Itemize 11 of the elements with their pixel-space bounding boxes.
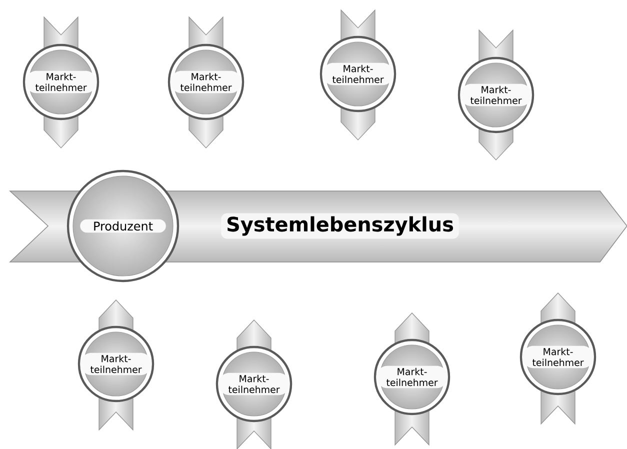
badge: Markt- teilnehmer [320,36,396,112]
badge: Markt- teilnehmer [216,346,292,422]
badge: Markt- teilnehmer [374,338,450,416]
badge: Markt- teilnehmer [168,44,244,120]
badge: Markt- teilnehmer [520,318,596,396]
node-label: Markt- teilnehmer [532,348,584,366]
badge: Markt- teilnehmer [458,56,534,134]
badge: Markt- teilnehmer [22,44,100,120]
badge: Markt- teilnehmer [78,326,154,402]
badge: Produzent [66,170,180,282]
node-label: Markt- teilnehmer [228,374,280,394]
